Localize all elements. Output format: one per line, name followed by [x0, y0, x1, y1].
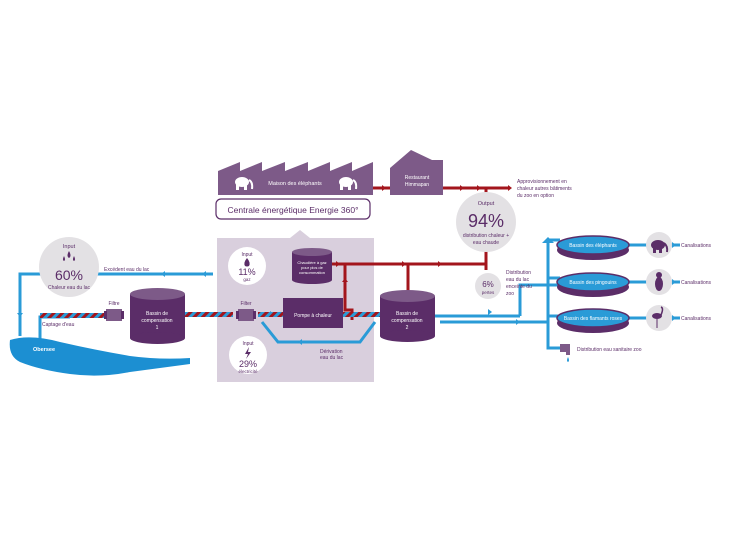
- input-gas-caption: gaz: [243, 277, 251, 282]
- tank2-line1: Bassin de: [396, 311, 418, 317]
- pool-elephants-label: Bassin des éléphants: [569, 243, 617, 249]
- filter-2: Filter: [236, 301, 256, 321]
- lake-distribution-line4: zoo: [506, 291, 514, 297]
- output-label: Output: [478, 201, 495, 207]
- maison-des-elephants-building: Maison des éléphants: [218, 162, 373, 195]
- restaurant-label-line1: Restaurant: [405, 175, 430, 181]
- lake-distribution-line1: Distribution: [506, 270, 531, 276]
- tank1-line2: compensation: [141, 318, 172, 324]
- lake-distribution-line2: eau du lac: [506, 277, 530, 283]
- elephant-icon: [235, 177, 254, 190]
- losses: 6% pertes: [475, 273, 501, 299]
- output-heat-distribution: Output 94% distribution chaleur + eau ch…: [456, 192, 516, 252]
- tank1-line3: 1: [156, 325, 159, 331]
- central-plant-title-box: Centrale énergétique Energie 360°: [215, 198, 371, 220]
- filter1-label: Filtre: [108, 301, 119, 307]
- lightning-icon: [245, 347, 251, 359]
- filter2-label: Filter: [240, 301, 251, 307]
- elephant-icon: [646, 232, 672, 258]
- sanitary-label: Distribution eau sanitaire zoo: [577, 347, 642, 353]
- pool-elephants-pipe-label: Canalisations: [681, 243, 712, 249]
- pool-penguins: Bassin des pingouins: [556, 272, 630, 297]
- input-gas: Input 11% gaz: [228, 247, 266, 285]
- heat-pump-label: Pompe à chaleur: [294, 313, 332, 319]
- central-plant-title: Centrale énergétique Energie 360°: [228, 205, 359, 215]
- mixed-pipe-filter-to-pump: [258, 312, 288, 317]
- mixed-pipe-tank-to-filter: [185, 312, 233, 317]
- input-electricity: Input 29% électricité: [229, 336, 267, 374]
- bypass-line2: eau du lac: [320, 355, 344, 361]
- central-plant-panel-notch: [290, 230, 310, 238]
- pool-flamingos-pipe-label: Canalisations: [681, 316, 712, 322]
- flow-arrows-blue: [17, 237, 676, 345]
- elephant-icon: [339, 177, 358, 190]
- mixed-pipe-lake-to-tank: [40, 313, 105, 318]
- compensation-tank-1: Bassin de compensation 1: [130, 288, 185, 344]
- flow-arrows-red: [312, 185, 512, 282]
- maison-label: Maison des éléphants: [268, 181, 322, 187]
- pool-flamingos-label: Bassin des flamants roses: [564, 316, 623, 322]
- water-capture-label: Captage d'eau: [42, 322, 75, 328]
- lake-distribution-line3: enceinte du: [506, 284, 532, 290]
- hot-water-pipes: [330, 186, 510, 320]
- output-caption-line1: distribution chaleur +: [463, 233, 509, 239]
- boiler-line1: Chaudière à gaz: [297, 260, 326, 265]
- heat-pump: Pompe à chaleur: [283, 298, 343, 328]
- output-caption-line2: eau chaude: [473, 240, 499, 246]
- input-elec-caption: électricité: [238, 369, 258, 374]
- input-lake-label: Input: [63, 244, 76, 250]
- supply-note-line1: Approvisionnement en: [517, 179, 567, 185]
- tank2-line2: compensation: [391, 318, 422, 324]
- input-lake-value: 60%: [55, 267, 83, 283]
- input-lake-caption: Chaleur eau du lac: [48, 285, 90, 291]
- sanitary-tap-icon: [560, 344, 570, 362]
- input-elec-label: Input: [242, 341, 254, 347]
- input-elec-value: 29%: [239, 359, 257, 369]
- lake-label: Obersee: [33, 347, 55, 353]
- supply-note-line3: du zoo en option: [517, 193, 554, 199]
- pool-elephants: Bassin des éléphants: [556, 235, 630, 260]
- filter-1: Filtre: [104, 301, 124, 321]
- input-gas-value: 11%: [238, 267, 255, 277]
- restaurant-himmapan-building: Restaurant Himmapan: [390, 150, 443, 195]
- compensation-tank-2: Bassin de compensation 2: [380, 290, 435, 342]
- excess-water-label: Excédent eau du lac: [104, 267, 150, 273]
- lake-obersee: [9, 337, 191, 376]
- water-drops-icon: [63, 251, 75, 261]
- supply-note-line2: chaleur autres bâtiments: [517, 186, 572, 192]
- input-gas-label: Input: [241, 252, 253, 258]
- pool-flamingos: Bassin des flamants roses: [556, 308, 630, 333]
- flame-icon: [244, 258, 250, 267]
- losses-caption: pertes: [482, 290, 495, 295]
- bypass-line1: Dérivation: [320, 349, 343, 355]
- pool-penguins-pipe-label: Canalisations: [681, 280, 712, 286]
- tank1-line1: Bassin de: [146, 311, 168, 317]
- boiler-line3: consommation: [299, 270, 325, 275]
- penguin-icon: [646, 269, 672, 295]
- restaurant-label-line2: Himmapan: [405, 182, 429, 188]
- tank2-line3: 2: [406, 325, 409, 331]
- losses-value: 6%: [482, 280, 494, 289]
- gas-boiler: Chaudière à gaz pour pics de consommatio…: [292, 248, 332, 284]
- boiler-line2: pour pics de: [301, 265, 324, 270]
- input-lake-heat: Input 60% Chaleur eau du lac: [39, 237, 99, 297]
- pool-penguins-label: Bassin des pingouins: [569, 280, 617, 286]
- mixed-pipe-pump-to-tank2: [343, 312, 383, 317]
- flamingo-icon: [646, 305, 672, 331]
- output-value: 94%: [468, 211, 504, 231]
